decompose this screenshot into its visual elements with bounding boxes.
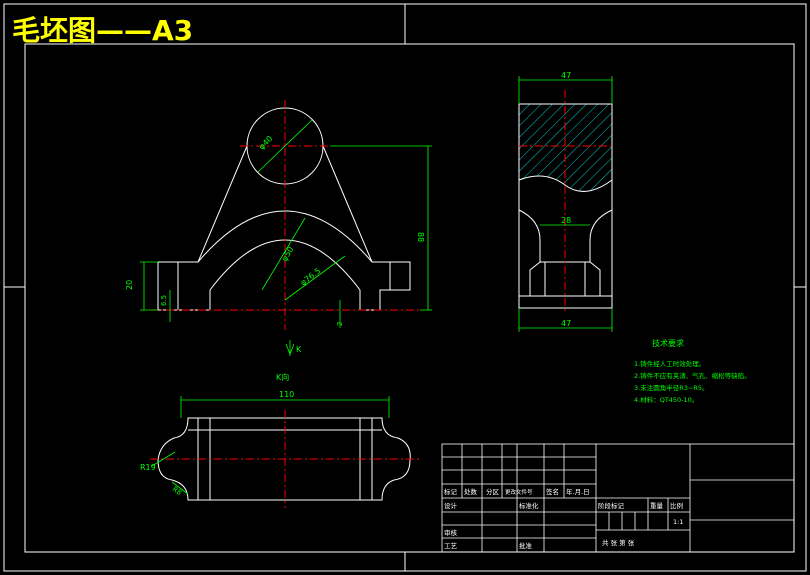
side-view bbox=[518, 103, 613, 309]
dim-bottom-r: R19 bbox=[140, 463, 156, 472]
rev-header-count: 处数 bbox=[464, 487, 478, 496]
inner-frame bbox=[24, 43, 795, 553]
dim-side-mid-width: 28 bbox=[561, 216, 571, 225]
rev-header-date: 年.月.日 bbox=[566, 487, 590, 496]
dim-bottom-r2: R8 bbox=[171, 485, 183, 497]
front-dimensions bbox=[140, 119, 432, 356]
label-sheets: 共 张 第 张 bbox=[602, 538, 635, 547]
label-design: 设计 bbox=[444, 501, 458, 510]
dim-circle-line bbox=[257, 119, 313, 173]
view-label-k: K bbox=[296, 345, 302, 354]
dim-bottom-r2-line bbox=[171, 481, 189, 495]
label-standard: 标准化 bbox=[519, 501, 539, 510]
left-flank bbox=[197, 145, 248, 263]
side-neck bbox=[518, 209, 613, 296]
bottom-outline bbox=[157, 417, 411, 501]
side-outer-lines bbox=[518, 210, 613, 296]
note-item-4: 4.材料：QT450-10。 bbox=[634, 395, 698, 404]
dim-front-bottom-small: 2 bbox=[336, 322, 344, 326]
note-item-1: 1.铸件经人工时效处理。 bbox=[634, 359, 705, 368]
label-weight: 重量 bbox=[650, 502, 664, 510]
note-item-3: 3.未注圆角半径R3~R5。 bbox=[634, 383, 708, 392]
dim-r-outer-line bbox=[261, 217, 306, 291]
rev-header-zone: 分区 bbox=[486, 487, 500, 496]
dim-front-circle: φ40 bbox=[257, 134, 274, 151]
dim-r-inner-line bbox=[284, 255, 346, 301]
outer-arch bbox=[197, 210, 373, 263]
bottom-dimensions bbox=[151, 396, 390, 495]
label-scale: 比例 bbox=[670, 501, 683, 510]
label-process: 工艺 bbox=[444, 542, 458, 550]
right-foot bbox=[359, 261, 411, 311]
dim-bottom-r-line bbox=[151, 451, 176, 467]
rev-header-sign: 签名 bbox=[546, 487, 559, 496]
dim-side-top-width: 47 bbox=[561, 71, 571, 80]
side-base bbox=[518, 295, 613, 309]
dim-side-bottom-width: 47 bbox=[561, 319, 571, 328]
notes-title: 技术要求 bbox=[652, 338, 684, 348]
side-upper-sides bbox=[518, 180, 613, 210]
side-dimensions bbox=[518, 76, 613, 332]
scale-value: 1:1 bbox=[673, 518, 683, 526]
dim-front-left-height: 20 bbox=[125, 280, 134, 290]
dim-front-r-inner: φ76.5 bbox=[299, 266, 323, 287]
title-block-text: 标记 处数 分区 更改文件号 签名 年.月.日 设计 标准化 审核 工艺 批准 … bbox=[444, 487, 683, 550]
title-block bbox=[441, 443, 795, 553]
side-inner-verticals bbox=[544, 262, 586, 296]
front-view bbox=[157, 107, 411, 311]
label-review: 审核 bbox=[444, 528, 458, 537]
dim-front-r-outer: φ50 bbox=[280, 245, 296, 263]
dim-front-left-small: 6.5 bbox=[160, 295, 168, 306]
rev-header-doc: 更改文件号 bbox=[505, 488, 533, 496]
dim-bottom-length: 110 bbox=[279, 390, 294, 399]
label-stage-mark: 阶段标记 bbox=[598, 501, 625, 510]
side-section-hatched bbox=[518, 103, 613, 192]
technical-requirements: 技术要求 1.铸件经人工时效处理。 2.铸件不应有夹渣、气孔、缩松等缺陷。 3.… bbox=[634, 338, 751, 404]
drawing-title: 毛坯图——A3 bbox=[12, 14, 193, 47]
rev-header-mark: 标记 bbox=[444, 487, 458, 496]
note-item-2: 2.铸件不应有夹渣、气孔、缩松等缺陷。 bbox=[634, 371, 751, 380]
right-flank bbox=[322, 145, 373, 263]
k-arrow-head bbox=[285, 343, 295, 356]
view-title-k: K向 bbox=[276, 372, 289, 382]
dim-front-height: 88 bbox=[416, 232, 425, 242]
label-approve: 批准 bbox=[519, 541, 533, 550]
